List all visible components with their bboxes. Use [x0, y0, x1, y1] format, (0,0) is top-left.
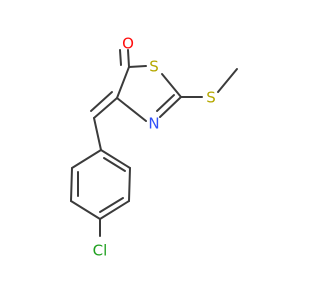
bond-ar-1-2: [100, 149, 131, 169]
bond-ar-inner-1: [103, 157, 126, 172]
bond-ar-2-3: [128, 167, 131, 202]
bond-ar-4-5: [70, 200, 101, 220]
molecule-canvas: O S S N Cl: [70, 34, 238, 260]
bond-c2-n3: [159, 96, 182, 118]
bond-c5-s1: [128, 65, 147, 68]
atom-label-chlorine: Cl: [93, 242, 108, 260]
bond-group: [70, 49, 238, 237]
bond-ar-6-1: [71, 149, 102, 169]
chemical-structure-diagram: O S S N Cl: [70, 35, 238, 260]
bond-c4-methine-second: [90, 91, 113, 112]
atom-label-group: O S S N Cl: [93, 35, 216, 260]
bond-n3-c4: [116, 97, 147, 122]
bond-c5-o: [127, 49, 130, 68]
bond-ar-inner-2: [99, 197, 124, 213]
atom-label-thioether-sulfur: S: [206, 89, 216, 107]
bond-s1-c2: [161, 73, 182, 98]
atom-label-oxygen: O: [122, 35, 134, 53]
bond-c2-n3-second: [156, 94, 175, 112]
bond-c5-o-second: [119, 49, 122, 66]
bond-ar-5-6: [70, 167, 73, 202]
bond-c4-methine: [93, 97, 118, 119]
bond-s-ch3: [217, 68, 238, 93]
bond-ar-3-4: [99, 200, 130, 220]
atom-label-ring-sulfur: S: [149, 58, 159, 76]
bond-c4-c5: [116, 66, 130, 99]
atom-label-nitrogen: N: [148, 115, 159, 133]
bond-methine-phenyl: [93, 117, 102, 151]
